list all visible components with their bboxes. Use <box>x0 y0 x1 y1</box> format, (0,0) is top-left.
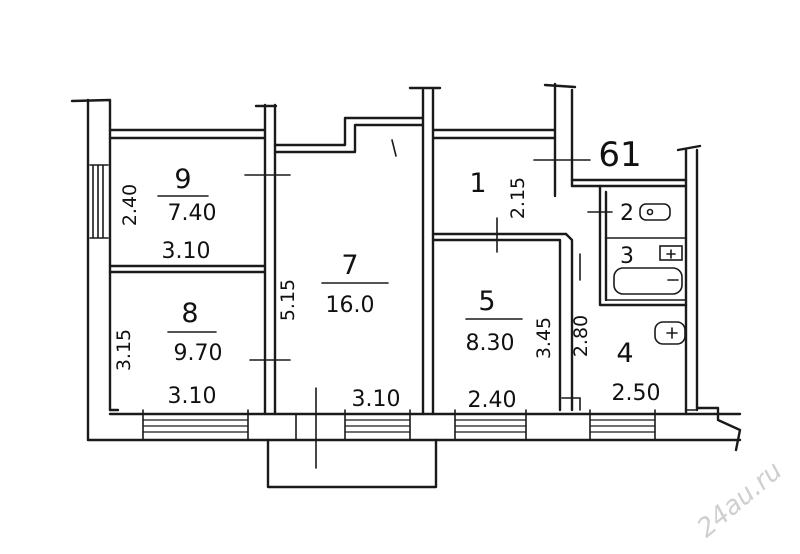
watermark: 24au.ru <box>692 456 789 544</box>
outer-walls <box>70 82 742 452</box>
room-7-area: 16.0 <box>326 293 375 318</box>
room-9-width: 3.10 <box>162 239 211 264</box>
room-8-number: 8 <box>181 298 198 329</box>
room-1-depth: 2.15 <box>507 177 529 219</box>
windows <box>108 409 742 441</box>
balcony <box>266 387 438 489</box>
room-4-number: 4 <box>616 338 633 369</box>
room-8-area: 9.70 <box>174 341 223 366</box>
room-2-number: 2 <box>620 201 634 226</box>
room-1-number: 1 <box>469 168 486 199</box>
room-5-area: 8.30 <box>466 331 515 356</box>
room-5-depth: 3.45 <box>533 317 555 359</box>
interior-partitions <box>108 159 688 412</box>
window-room-5 <box>455 413 526 433</box>
room-8-width: 3.10 <box>168 384 217 409</box>
apartment-number: 61 <box>598 135 641 175</box>
room-9-number: 9 <box>174 164 191 195</box>
window-room-7 <box>345 413 410 433</box>
room-5-number: 5 <box>478 286 495 317</box>
window-room-8 <box>143 413 248 433</box>
room-7-depth: 5.15 <box>277 279 299 321</box>
room-9-area: 7.40 <box>168 201 217 226</box>
room-8-depth: 3.15 <box>113 329 135 371</box>
window-room-4 <box>590 413 655 433</box>
room-5-width: 2.40 <box>468 388 517 413</box>
room-7-number: 7 <box>341 250 358 281</box>
room-4-depth: 2.80 <box>570 315 592 357</box>
room-9-depth: 2.40 <box>119 184 141 226</box>
room-7-width: 3.10 <box>352 387 401 412</box>
room-4-width: 2.50 <box>612 381 661 406</box>
room-3-number: 3 <box>620 244 634 269</box>
room-labels: 9 7.40 3.10 2.40 8 9.70 3.10 3.15 7 16.0… <box>113 135 660 413</box>
